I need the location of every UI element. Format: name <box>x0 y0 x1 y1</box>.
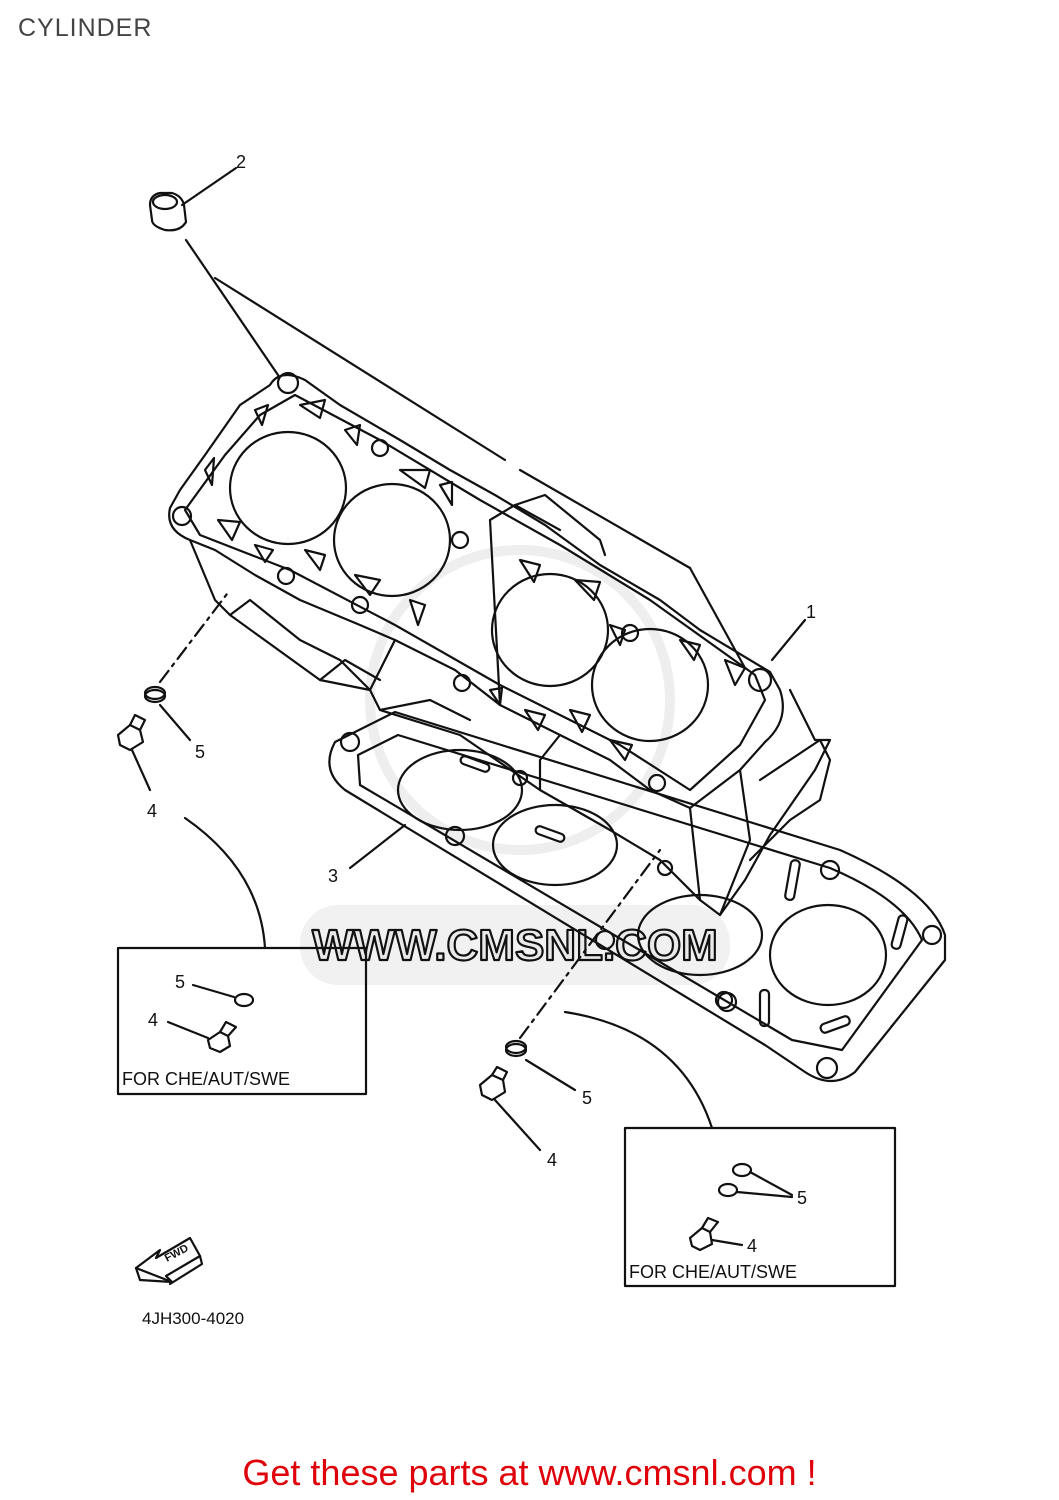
diagram-code: 4JH300-4020 <box>142 1309 244 1328</box>
footer-link-text[interactable]: Get these parts at www.cmsnl.com ! <box>242 1452 817 1493</box>
right-bolt-washer-set <box>478 848 662 1152</box>
watermark: WWW.CMSNL.COM <box>300 545 730 985</box>
cylinder-exploded-diagram: WWW.CMSNL.COM <box>116 152 947 1328</box>
callout-5-right: 5 <box>582 1088 592 1108</box>
box-right-callout-4: 4 <box>747 1236 757 1256</box>
fwd-arrow-icon <box>134 1236 204 1286</box>
gasket-bolt-holes <box>339 731 943 1080</box>
block-bolt-holes <box>171 371 773 793</box>
part-1-cylinder-block <box>168 371 832 917</box>
box-left-callout-5: 5 <box>175 972 185 992</box>
callout-2: 2 <box>236 152 246 172</box>
callout-4-right: 4 <box>547 1150 557 1170</box>
inset-box-right <box>623 1126 897 1288</box>
box-left-callout-4: 4 <box>148 1010 158 1030</box>
callout-5-left: 5 <box>195 742 205 762</box>
callout-1: 1 <box>806 602 816 622</box>
part-2-dowel-pin <box>148 191 188 232</box>
inset-box-left <box>116 946 368 1096</box>
callout-4-left: 4 <box>147 801 157 821</box>
left-bolt-washer-set <box>116 588 232 792</box>
page-title: CYLINDER <box>18 14 153 42</box>
box-right-label: FOR CHE/AUT/SWE <box>629 1262 797 1282</box>
watermark-text: WWW.CMSNL.COM <box>312 921 718 970</box>
fwd-label: FWD <box>163 1242 191 1264</box>
part-3-cylinder-gasket <box>328 710 947 1083</box>
box-left-label: FOR CHE/AUT/SWE <box>122 1069 290 1089</box>
box-right-callout-5: 5 <box>797 1188 807 1208</box>
callout-3: 3 <box>328 866 338 886</box>
